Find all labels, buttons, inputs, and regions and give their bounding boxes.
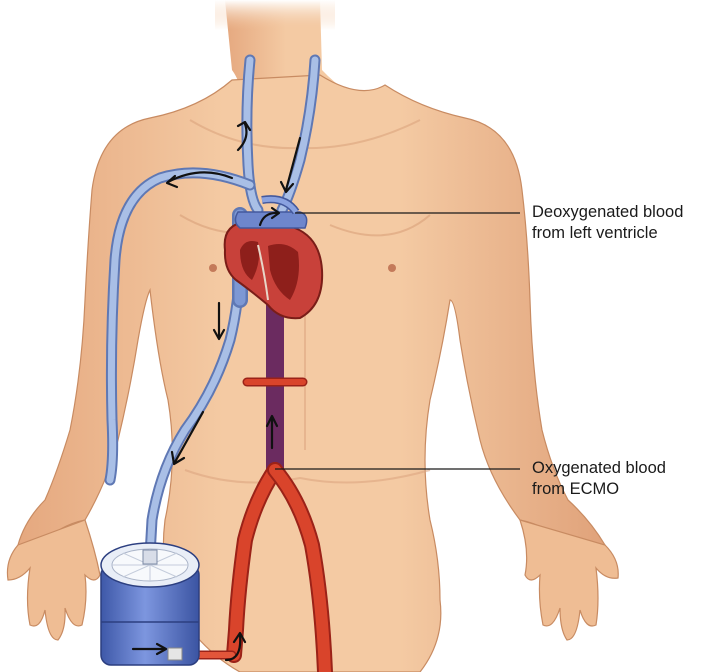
label-deoxygenated-blood: Deoxygenated blood from left ventricle [532,202,683,244]
label-oxygenated-blood: Oxygenated blood from ECMO [532,458,666,500]
label-deoxygenated-line2: from left ventricle [532,223,683,244]
label-oxygenated-line2: from ECMO [532,479,666,500]
label-oxygenated-line1: Oxygenated blood [532,458,666,479]
label-deoxygenated-line1: Deoxygenated blood [532,202,683,223]
oxygenator-device [101,543,199,665]
